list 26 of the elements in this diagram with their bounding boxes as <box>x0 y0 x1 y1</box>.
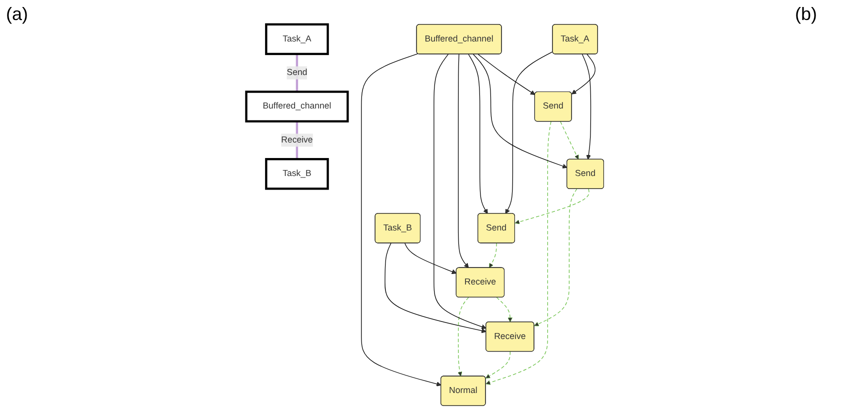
arrow <box>458 54 469 268</box>
edge-label: Receive <box>281 135 313 145</box>
arrow <box>496 297 512 322</box>
node-box: Task_B <box>265 158 329 190</box>
arrow <box>472 54 568 168</box>
node-box: Task_A <box>265 23 329 56</box>
arrow <box>505 51 554 214</box>
panel-label: (a) <box>6 4 28 25</box>
arrow <box>458 297 469 377</box>
arrow <box>478 54 536 95</box>
arrow <box>468 54 488 214</box>
edge-label: Send <box>286 68 308 78</box>
arrow <box>404 242 457 274</box>
panel-label: (b) <box>795 4 817 25</box>
arrow <box>485 351 510 378</box>
arrow <box>572 54 596 94</box>
arrow <box>514 188 590 224</box>
arrow <box>489 242 497 268</box>
arrow <box>560 121 579 160</box>
arrow <box>384 242 486 334</box>
arrow <box>434 54 486 330</box>
arrow <box>582 54 592 160</box>
node-box: Buffered_channel <box>245 90 349 122</box>
arrow <box>361 53 442 386</box>
arrow <box>486 121 552 385</box>
arrow <box>534 188 578 326</box>
